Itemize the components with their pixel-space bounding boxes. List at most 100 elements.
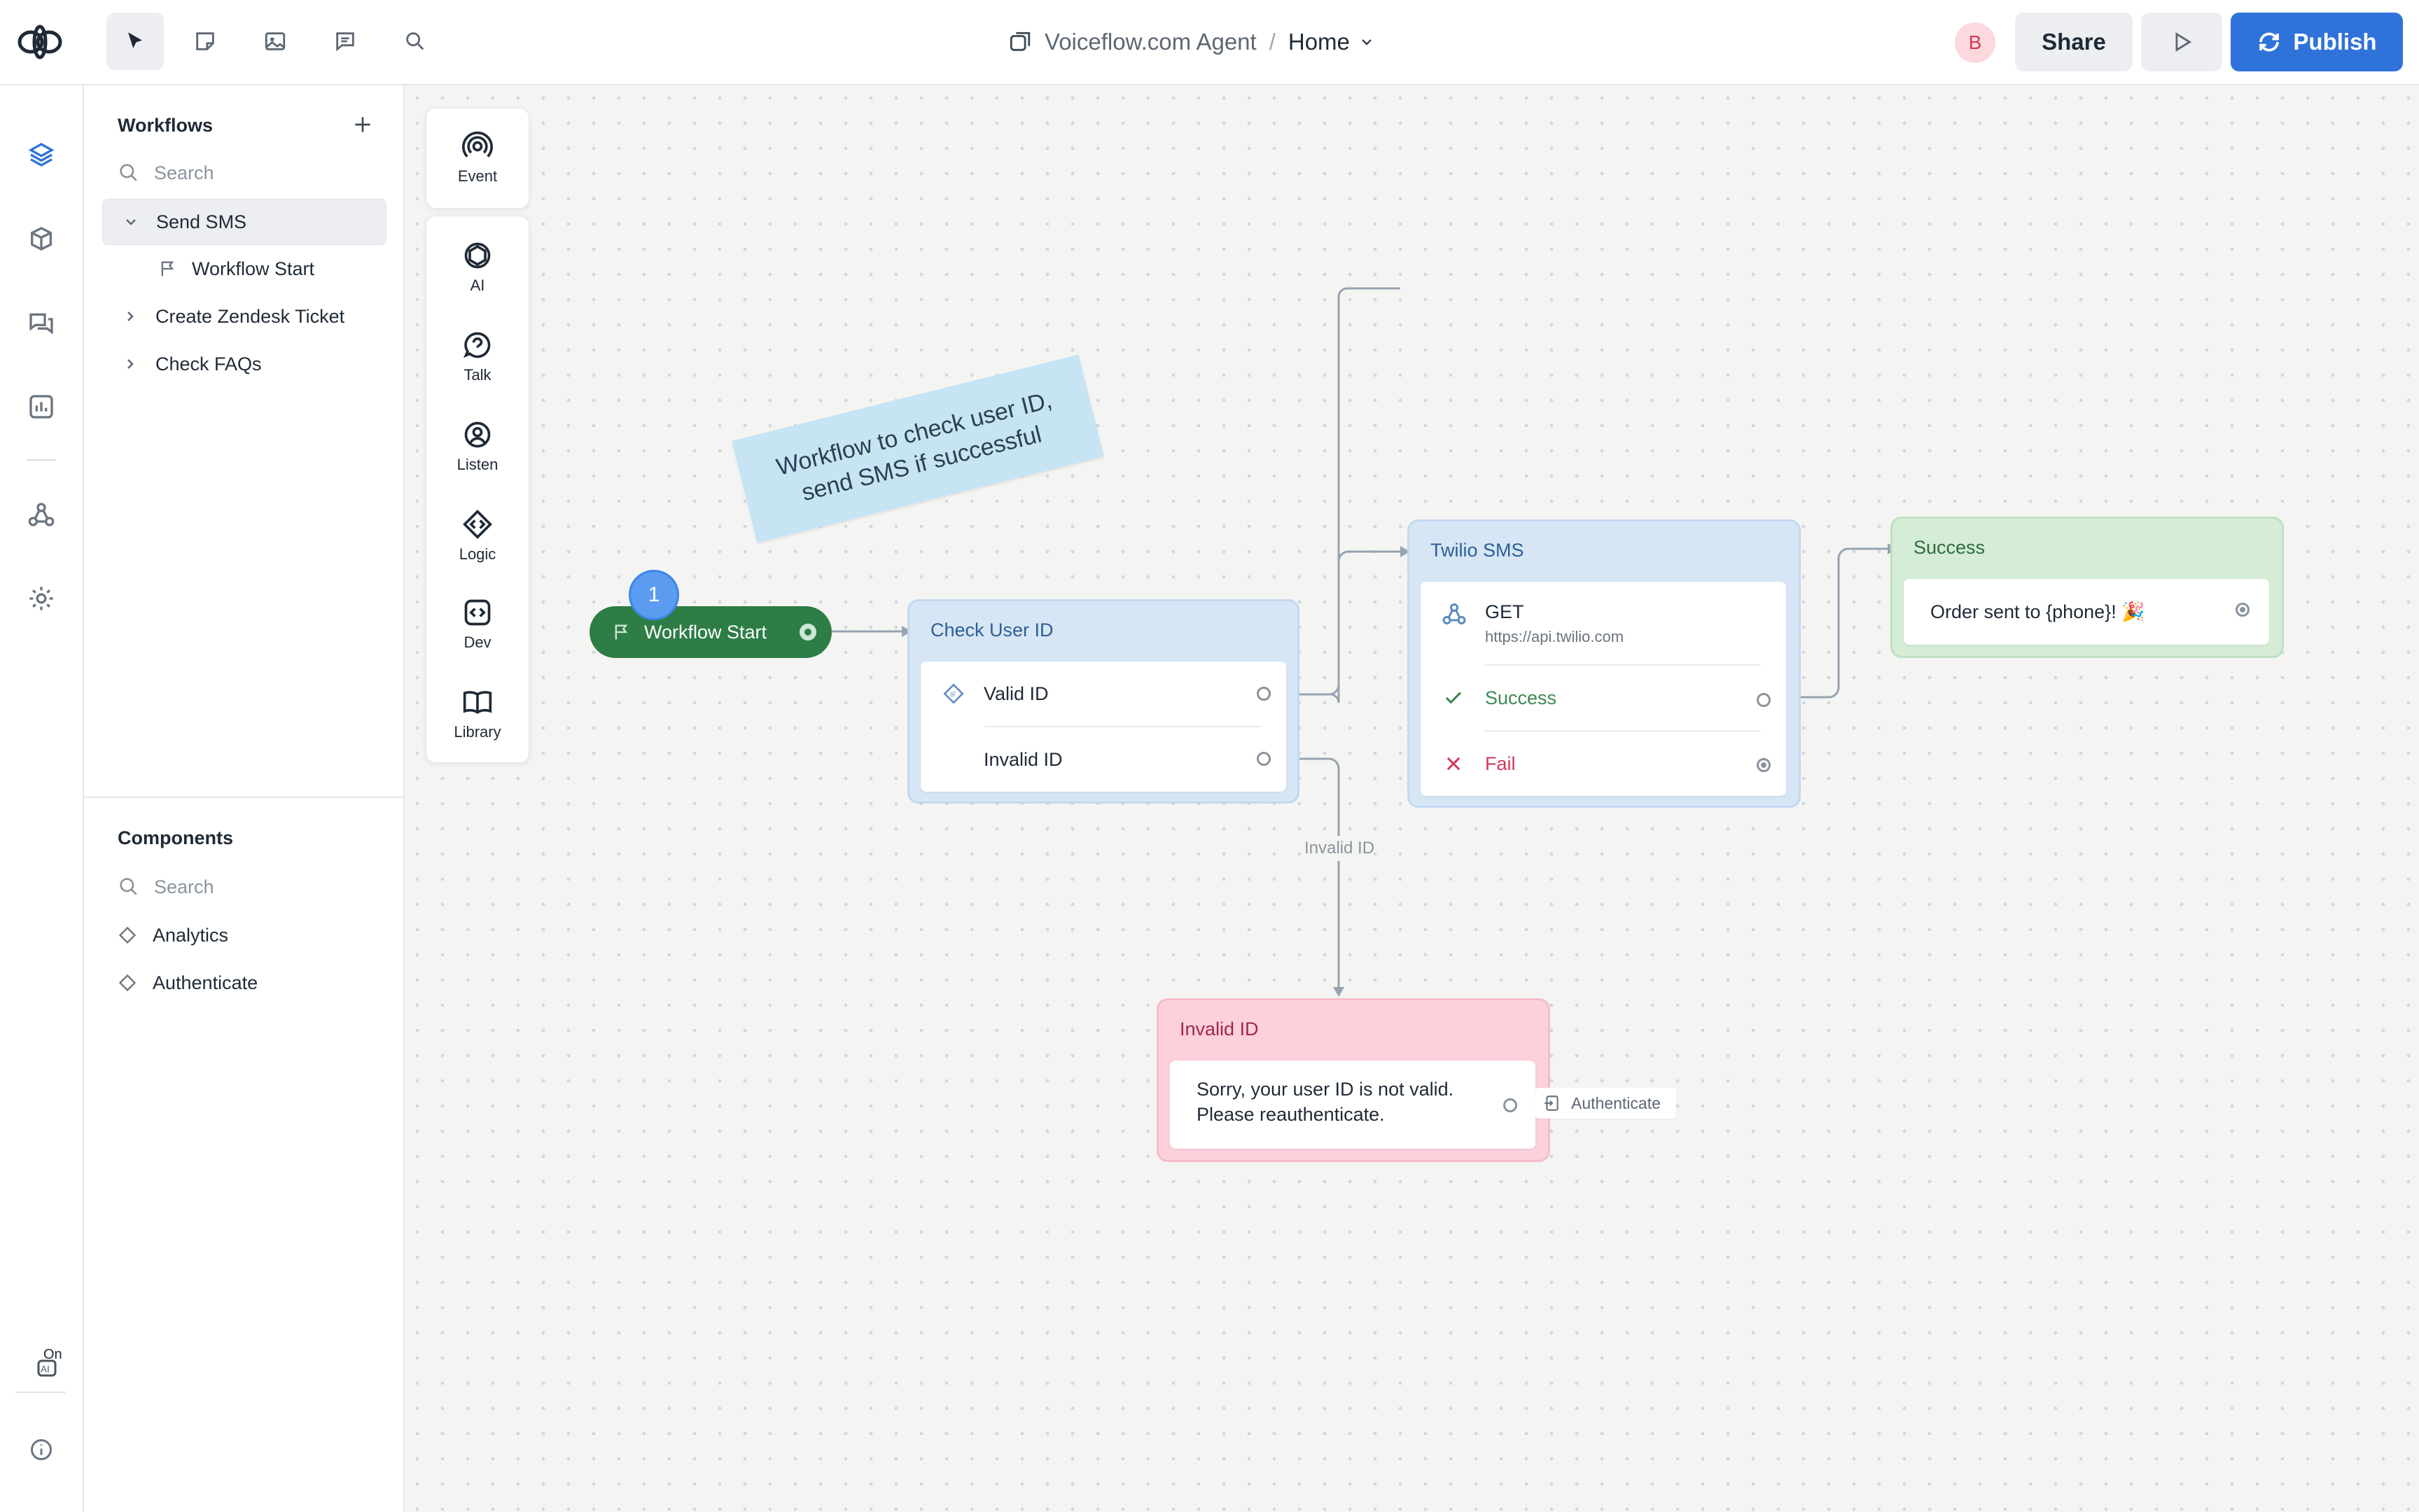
analytics-icon[interactable] — [24, 389, 59, 424]
user-circle-icon — [464, 421, 491, 448]
condition-row-valid-id[interactable]: IF Valid ID — [921, 662, 1286, 726]
note-tool-button[interactable] — [176, 13, 234, 70]
logic-step-button[interactable]: Logic — [426, 498, 529, 575]
api-webhook-icon — [1442, 603, 1466, 624]
component-item-analytics[interactable]: Analytics — [102, 913, 385, 958]
chevron-down-icon[interactable] — [1358, 34, 1375, 50]
message-card[interactable]: Order sent to {phone}! 🎉 — [1904, 579, 2269, 645]
output-port[interactable] — [1757, 758, 1771, 772]
flag-icon — [161, 261, 174, 276]
publish-button[interactable]: Publish — [2231, 13, 2403, 71]
play-icon — [2175, 32, 2192, 52]
workflow-canvas[interactable]: Event AI Talk Listen Logic Dev Library — [405, 85, 2419, 1512]
workflows-search-placeholder: Search — [154, 162, 214, 183]
image-tool-button[interactable] — [246, 13, 304, 70]
box-icon[interactable] — [24, 221, 59, 256]
agent-icon — [1010, 31, 1031, 51]
select-tool-button[interactable] — [106, 13, 164, 70]
ai-toggle-icon[interactable]: AI On — [28, 1347, 70, 1385]
components-search-placeholder: Search — [154, 876, 214, 897]
panel-divider — [84, 797, 403, 798]
twilio-sms-node[interactable]: Twilio SMS GET https://api.twilio.com Su… — [1407, 519, 1801, 808]
run-button[interactable] — [2141, 13, 2222, 71]
listen-step-button[interactable]: Listen — [426, 408, 529, 485]
settings-gear-icon[interactable] — [24, 581, 59, 616]
sync-icon — [2259, 32, 2280, 52]
comment-icon — [336, 32, 354, 52]
top-toolbar: Voiceflow.com Agent / Home B Share Publi… — [0, 0, 2419, 85]
talk-step-button[interactable]: Talk — [426, 318, 529, 396]
workflow-item-send-sms[interactable]: Send SMS — [102, 199, 386, 245]
step-badge-number: 1 — [648, 583, 660, 606]
add-workflow-button[interactable] — [349, 111, 377, 139]
page-name[interactable]: Home — [1288, 29, 1350, 55]
chevron-right-icon[interactable] — [122, 356, 139, 372]
avatar[interactable]: B — [1955, 22, 1995, 63]
component-label: Authenticate — [153, 972, 258, 993]
chevron-down-icon[interactable] — [123, 214, 139, 230]
api-card: GET https://api.twilio.com Success Fail — [1421, 582, 1786, 796]
palette-label: Logic — [459, 545, 496, 563]
output-port[interactable] — [2236, 603, 2250, 617]
workflow-start-node[interactable]: Workflow Start — [590, 606, 832, 658]
api-url: https://api.twilio.com — [1485, 628, 1624, 645]
project-name[interactable]: Voiceflow.com Agent — [1045, 29, 1257, 55]
path-row-fail[interactable]: Fail — [1421, 732, 1786, 796]
invalid-id-node[interactable]: Invalid ID Sorry, your user ID is not va… — [1157, 998, 1550, 1162]
output-port[interactable] — [1503, 1098, 1517, 1112]
plus-icon — [355, 117, 370, 132]
info-icon[interactable] — [24, 1432, 59, 1467]
workflow-label: Create Zendesk Ticket — [155, 305, 345, 327]
event-step-button[interactable]: Event — [426, 120, 529, 197]
search-icon — [120, 164, 137, 181]
workflows-search-input[interactable]: Search — [118, 155, 384, 190]
output-port[interactable] — [1257, 752, 1271, 766]
palette-label: Library — [454, 723, 501, 741]
output-port[interactable] — [800, 624, 816, 640]
path-label: Success — [1485, 687, 1557, 708]
check-icon — [1445, 692, 1462, 704]
component-enter-icon — [1545, 1096, 1559, 1111]
layers-icon[interactable] — [24, 137, 59, 172]
check-user-id-node[interactable]: Check User ID IF Valid ID Invalid ID — [907, 599, 1299, 804]
workflow-label: Check FAQs — [155, 353, 262, 374]
svg-text:IF: IF — [950, 691, 956, 699]
chevron-right-icon[interactable] — [122, 308, 139, 325]
components-search-input[interactable]: Search — [118, 869, 384, 904]
condition-label: Valid ID — [984, 682, 1049, 704]
output-port[interactable] — [1757, 693, 1771, 707]
cursor-icon — [128, 32, 142, 48]
conversations-icon[interactable] — [24, 305, 59, 340]
palette-label: Listen — [456, 456, 499, 473]
ai-step-button[interactable]: AI — [426, 229, 529, 306]
share-button[interactable]: Share — [2015, 13, 2133, 71]
workflow-label: Send SMS — [156, 211, 247, 232]
svg-text:AI: AI — [41, 1364, 50, 1375]
components-title: Components — [118, 827, 233, 848]
message-card[interactable]: Sorry, your user ID is not valid. Please… — [1170, 1060, 1535, 1149]
node-title: Invalid ID — [1180, 1018, 1259, 1040]
palette-label: Dev — [463, 634, 492, 651]
event-palette: Event — [426, 108, 529, 209]
workflows-panel: Workflows Search Send SMS Workflow Start… — [84, 85, 405, 1512]
authenticate-component-link[interactable]: Authenticate — [1535, 1088, 1676, 1119]
workflow-item-create-zendesk-ticket[interactable]: Create Zendesk Ticket — [102, 294, 385, 339]
workflow-item-check-faqs[interactable]: Check FAQs — [102, 342, 385, 386]
voiceflow-logo-icon[interactable] — [17, 21, 66, 63]
output-port[interactable] — [1257, 687, 1271, 701]
search-tool-button[interactable] — [386, 13, 444, 70]
comment-tool-button[interactable] — [316, 13, 374, 70]
integrations-icon[interactable] — [24, 497, 59, 532]
library-step-button[interactable]: Library — [426, 676, 529, 752]
breadcrumb: Voiceflow.com Agent / Home — [1008, 21, 1375, 63]
path-row-success[interactable]: Success — [1421, 666, 1786, 730]
dev-step-button[interactable]: Dev — [426, 586, 529, 663]
condition-row-invalid-id[interactable]: Invalid ID — [921, 727, 1286, 792]
rail-divider-bottom — [15, 1392, 66, 1393]
success-node[interactable]: Success Order sent to {phone}! 🎉 — [1890, 517, 2284, 658]
component-item-authenticate[interactable]: Authenticate — [102, 960, 385, 1005]
workflow-item-workflow-start[interactable]: Workflow Start — [102, 246, 385, 291]
if-condition-icon: IF — [943, 683, 964, 704]
message-line-1: Sorry, your user ID is not valid. — [1197, 1079, 1454, 1100]
event-icon — [462, 131, 493, 158]
